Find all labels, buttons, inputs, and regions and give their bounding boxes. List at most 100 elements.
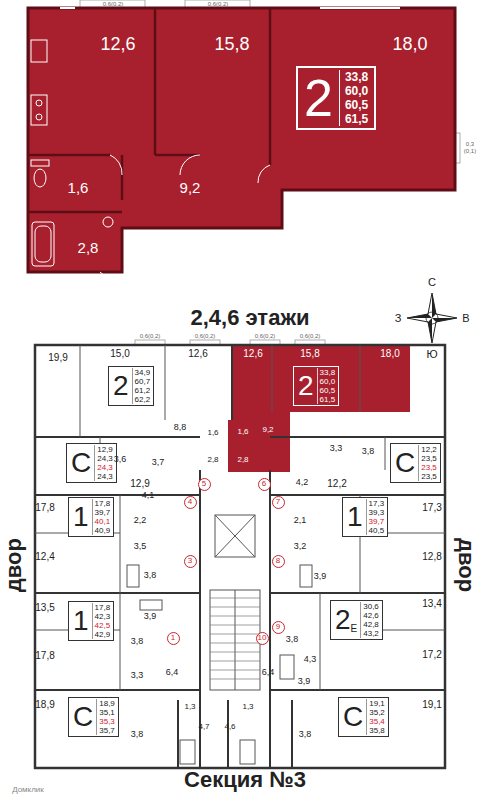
area-value: 33,8 [320,368,336,377]
room-area: Ю [426,348,437,360]
apartment-badge: С19,135,235,435,8 [338,697,389,737]
area-value: 60,0 [320,377,336,386]
area-value: 42,9 [95,630,111,639]
section-plan [35,340,445,768]
area-column: 30,642,642,843,2 [360,602,379,638]
area-value: 61,5 [345,112,368,126]
room-area: 9,2 [180,180,201,197]
room-count: 1 [73,607,89,635]
room-count: С [71,449,91,477]
room-area: 15,8 [300,348,319,359]
area-value: 35,1 [99,708,115,717]
area-value: 17,3 [369,499,385,508]
area-column: 12,223,523,523,5 [418,445,437,481]
room-area: З [395,312,402,324]
callout-number: 3 [188,557,192,565]
area-value: 12,2 [421,445,437,454]
stair-tread [210,616,260,617]
callout-circle: 10 [256,632,269,645]
room-area: 18,0 [392,35,427,55]
yard-label: двор [2,538,26,592]
room-area: 3,7 [152,458,165,468]
area-value: 42,8 [363,620,379,629]
room-area: 17,8 [35,502,54,513]
room-area: 1,3 [242,703,253,712]
room-area: 3,3 [330,444,343,454]
yard-label: двор [454,538,478,592]
apartment-plan [28,0,460,290]
area-value: 34,9 [135,368,151,377]
area-value: 42,6 [363,611,379,620]
room-area: 3,8 [144,571,157,581]
callout-circle: 6 [258,478,271,491]
area-value: 24,3 [97,454,113,463]
room-count: 1 [347,503,363,531]
area-column: 17,839,740,140,9 [92,499,111,535]
stair-tread [210,670,260,671]
room-area: 4,1 [142,491,155,501]
balcony-area: 0,6(0,2) [255,333,276,340]
room-area: 1,6 [237,428,248,437]
stair-tread [210,625,260,626]
room-area: 2,1 [294,516,307,526]
stair-tread [210,598,260,599]
callout-circle: 7 [272,496,285,509]
apartment-badge: 117,839,740,140,9 [68,497,114,537]
callout-number: 8 [276,557,280,565]
area-value: 35,3 [99,717,115,726]
area-value: 23,5 [421,472,437,481]
apartment-badge: 2Е30,642,642,843,2 [330,600,383,640]
room-area: 17,8 [35,650,54,661]
area-value: 17,8 [95,603,111,612]
room-area: 17,2 [422,649,441,660]
room-area: 12,6 [243,348,262,359]
area-column: 19,135,235,435,8 [366,699,385,735]
room-area: 6,4 [166,668,179,678]
room-count: 2 [304,72,333,124]
stair-tread [210,661,260,662]
room-area: 2,2 [134,516,147,526]
room-area: 3,9 [314,572,327,582]
room-area: 13,4 [422,598,441,609]
room-count: С [73,703,93,731]
area-column: 17,842,342,542,9 [92,603,111,639]
stair-tread [210,652,260,653]
callout-number: 9 [276,623,280,631]
room-area: 3,8 [131,637,144,647]
area-value: 43,2 [363,629,379,638]
area-value: 39,7 [95,508,111,517]
room-area: 3,8 [286,635,299,645]
area-value: 39,7 [369,517,385,526]
apartment-badge: 234,960,761,262,2 [108,366,154,406]
room-count: 2 [298,372,314,400]
room-area: 4,3 [304,655,317,665]
room-area: 3,3 [131,671,144,681]
area-value: 17,8 [95,499,111,508]
callout-circle: 1 [167,632,180,645]
room-area: 3,9 [144,612,157,622]
area-value: 42,3 [95,612,111,621]
area-value: 35,7 [99,726,115,735]
room-count: С [343,703,363,731]
area-column: 33,860,060,561,5 [317,368,336,404]
apartment-badge: 117,339,339,740,5 [342,497,388,537]
room-count: 2 [335,606,351,634]
area-value: 42,5 [95,621,111,630]
callout-circle: 9 [272,621,285,634]
room-area: В [462,312,469,324]
room-area: 12,9 [130,478,149,489]
room-area: 1,6 [207,429,218,438]
area-value: 62,2 [135,395,151,404]
area-value: 60,5 [320,386,336,395]
room-area: 18,0 [380,348,399,359]
area-column: 17,339,339,740,5 [366,499,385,535]
area-value: 60,0 [345,84,368,98]
area-value: 61,5 [320,395,336,404]
room-area: 4,6 [224,723,235,732]
area-value: 33,8 [345,70,368,84]
room-area: 3,9 [298,677,311,687]
balcony-area: 0,6(0,2) [208,1,229,8]
callout-circle: 8 [272,555,285,568]
area-value: 60,5 [345,98,368,112]
